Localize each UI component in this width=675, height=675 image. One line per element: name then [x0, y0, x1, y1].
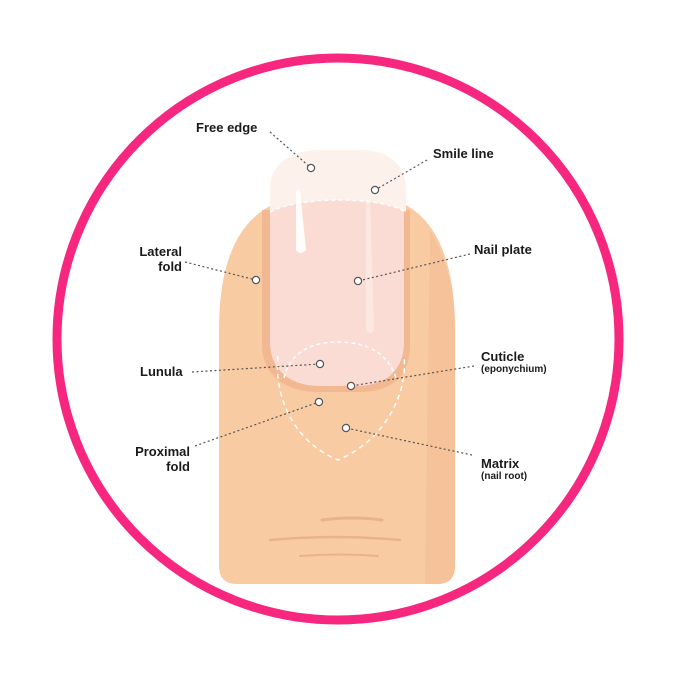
leader-lunula	[191, 363, 321, 373]
label-lateral-fold-line1: Lateral	[139, 244, 182, 259]
label-matrix-main: Matrix	[481, 456, 520, 471]
leader-nail-plate	[357, 253, 471, 282]
label-nail-plate: Nail plate	[474, 242, 532, 257]
pink-ring	[52, 53, 624, 625]
label-lateral-fold-line2: fold	[158, 259, 182, 274]
label-lunula: Lunula	[140, 364, 183, 379]
matrix-dash	[276, 355, 406, 461]
leader-lines	[184, 131, 475, 456]
label-cuticle-sub: (eponychium)	[481, 364, 547, 375]
label-matrix: Matrix (nail root)	[481, 456, 527, 483]
label-matrix-sub: (nail root)	[481, 471, 528, 482]
marker-lunula	[315, 359, 325, 369]
leader-cuticle	[350, 365, 475, 387]
label-proximal-fold-line1: Proximal	[135, 444, 190, 459]
free-edge-shape	[270, 150, 406, 212]
knuckle-crease-1	[320, 516, 384, 522]
marker-cuticle	[346, 381, 356, 391]
leader-proximal-fold	[194, 401, 320, 447]
marker-proximal-fold	[314, 397, 324, 407]
label-proximal-fold: Proximal fold	[120, 444, 190, 474]
smile-line-dash	[269, 199, 407, 213]
nail-highlight-1	[296, 190, 306, 253]
leader-smile-line	[374, 159, 428, 191]
knuckle-crease-3	[299, 553, 379, 557]
leader-lateral-fold	[184, 261, 257, 281]
marker-dots	[251, 163, 380, 433]
marker-free-edge	[306, 163, 316, 173]
label-free-edge: Free edge	[196, 120, 258, 135]
label-lateral-fold: Lateral fold	[126, 244, 182, 274]
finger-shading	[425, 230, 455, 584]
label-proximal-fold-line2: fold	[166, 459, 190, 474]
label-smile-line: Smile line	[433, 146, 494, 161]
knuckle-crease-2	[268, 535, 402, 542]
leader-matrix	[345, 427, 473, 456]
label-cuticle-main: Cuticle	[481, 349, 525, 364]
label-cuticle: Cuticle (eponychium)	[481, 349, 547, 376]
marker-smile-line	[370, 185, 380, 195]
nail-highlight-2	[366, 200, 374, 333]
marker-matrix	[341, 423, 351, 433]
lunula-dash	[283, 341, 397, 379]
marker-lateral-fold	[251, 275, 261, 285]
marker-nail-plate	[353, 276, 363, 286]
leader-free-edge	[269, 131, 312, 169]
